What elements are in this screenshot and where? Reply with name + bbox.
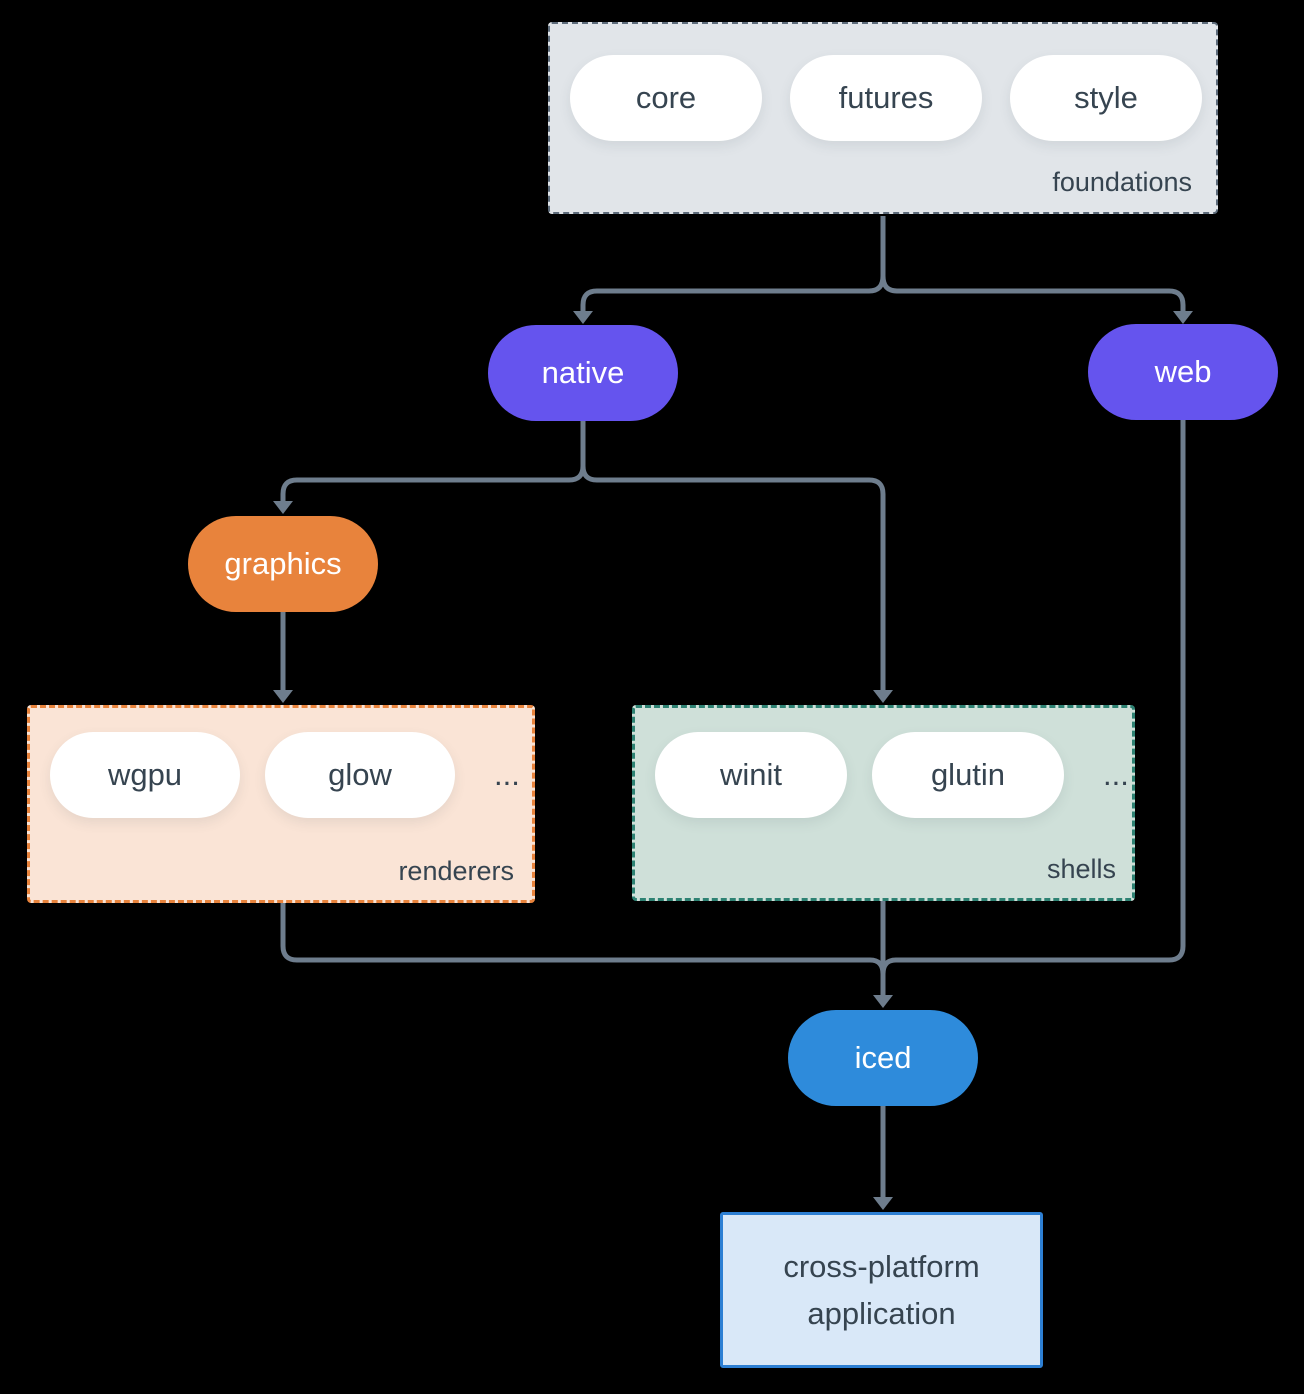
node-core: core: [570, 55, 762, 141]
arrowhead-web-icon: [1173, 311, 1193, 324]
shells-ellipsis: ...: [1103, 757, 1129, 792]
node-winit: winit: [655, 732, 847, 818]
node-style-label: style: [1074, 80, 1138, 115]
node-web: web: [1088, 324, 1278, 420]
node-glow: glow: [265, 732, 455, 818]
foundations-group-label: foundations: [1052, 167, 1192, 197]
foundations-pill-row: core futures style: [550, 24, 1216, 141]
node-winit-label: winit: [719, 757, 782, 792]
renderers-pill-row: wgpu glow ...: [30, 708, 532, 818]
node-cross-platform-application: cross-platform application: [720, 1212, 1043, 1368]
arrowhead-app-icon: [873, 1197, 893, 1210]
foundations-group: core futures style foundations: [548, 22, 1218, 214]
arrowhead-shells-icon: [873, 690, 893, 703]
connector-merge-to-iced: [280, 420, 1186, 995]
renderers-ellipsis: ...: [494, 757, 520, 792]
node-native-label: native: [541, 355, 625, 390]
node-wgpu: wgpu: [50, 732, 240, 818]
node-glow-label: glow: [328, 757, 392, 792]
node-core-label: core: [635, 80, 697, 115]
node-glutin: glutin: [872, 732, 1064, 818]
arrowhead-graphics-icon: [273, 501, 293, 514]
shells-pill-row: winit glutin ...: [635, 708, 1132, 818]
app-label-line2: application: [807, 1296, 956, 1331]
node-graphics: graphics: [188, 516, 378, 612]
arrowhead-renderers-icon: [273, 690, 293, 703]
connector-foundations-split: [580, 216, 1186, 311]
node-futures-label: futures: [838, 80, 934, 115]
node-futures: futures: [790, 55, 982, 141]
node-graphics-label: graphics: [224, 546, 342, 581]
node-iced: iced: [788, 1010, 978, 1106]
shells-group: winit glutin ... shells: [632, 705, 1135, 901]
app-label-line1: cross-platform: [783, 1249, 980, 1284]
node-style: style: [1010, 55, 1202, 141]
renderers-group: wgpu glow ... renderers: [27, 705, 535, 903]
node-glutin-label: glutin: [930, 757, 1006, 792]
node-web-label: web: [1154, 354, 1212, 389]
node-iced-label: iced: [854, 1040, 912, 1075]
arrowhead-down-icons: [273, 311, 1193, 1210]
node-wgpu-label: wgpu: [107, 757, 183, 792]
arrowhead-iced-icon: [873, 995, 893, 1008]
renderers-group-label: renderers: [398, 856, 514, 886]
arrowhead-native-icon: [573, 311, 593, 324]
shells-group-label: shells: [1046, 854, 1116, 884]
node-native: native: [488, 325, 678, 421]
connector-native-split: [280, 421, 886, 690]
